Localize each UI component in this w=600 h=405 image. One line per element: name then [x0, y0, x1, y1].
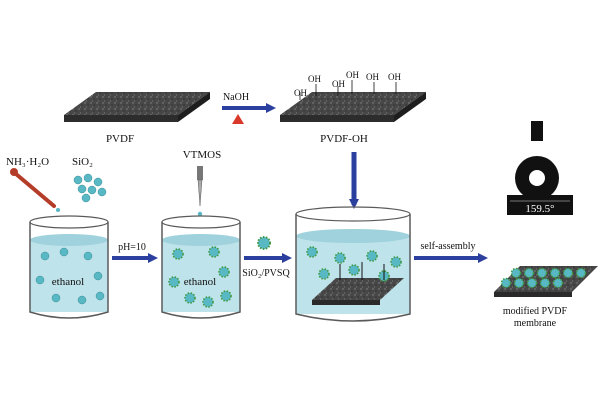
pvdf-oh-membrane [280, 92, 426, 122]
heat-triangle-icon [232, 114, 244, 124]
sio2-particles-icon [73, 173, 107, 203]
oh-label-5: OH [366, 72, 379, 82]
beaker-3 [295, 206, 411, 322]
contact-angle-icon [507, 121, 573, 215]
self-assembly-label: self-assembly [421, 241, 476, 252]
ethanol-label-1: ethanol [52, 276, 84, 288]
pvdf-membrane [64, 92, 210, 122]
beaker-1 [29, 215, 109, 319]
oh-label-2: OH [308, 74, 321, 84]
composite-particle-icon [257, 236, 271, 250]
contact-angle-label: 159.5° [525, 203, 554, 215]
pvdf-label: PVDF [106, 133, 134, 145]
sio2-label: SiO₂ [72, 156, 93, 168]
sio2-pvsq-label: SiO₂/PVSQ [242, 268, 290, 279]
oh-label-4: OH [346, 70, 359, 80]
nh3-label: NH₃·H₂O [6, 156, 49, 168]
modified-membrane [494, 266, 598, 297]
naoh-label: NaOH [223, 92, 249, 103]
ethanol-label-2: ethanol [184, 276, 216, 288]
pipette-icon [197, 166, 203, 217]
pvdf-oh-label: PVDF-OH [320, 133, 368, 145]
hydroxyl-groups [299, 80, 397, 100]
oh-label-1: OH [294, 88, 307, 98]
ph-label: pH=10 [118, 242, 146, 253]
oh-label-6: OH [388, 72, 401, 82]
dropper-icon [10, 168, 60, 212]
beaker-2 [161, 215, 241, 319]
modified-label-line1: modified PVDF [503, 306, 568, 317]
oh-label-3: OH [332, 79, 345, 89]
vtmos-label: VTMOS [183, 149, 222, 161]
modified-label-line2: membrane [514, 318, 557, 329]
